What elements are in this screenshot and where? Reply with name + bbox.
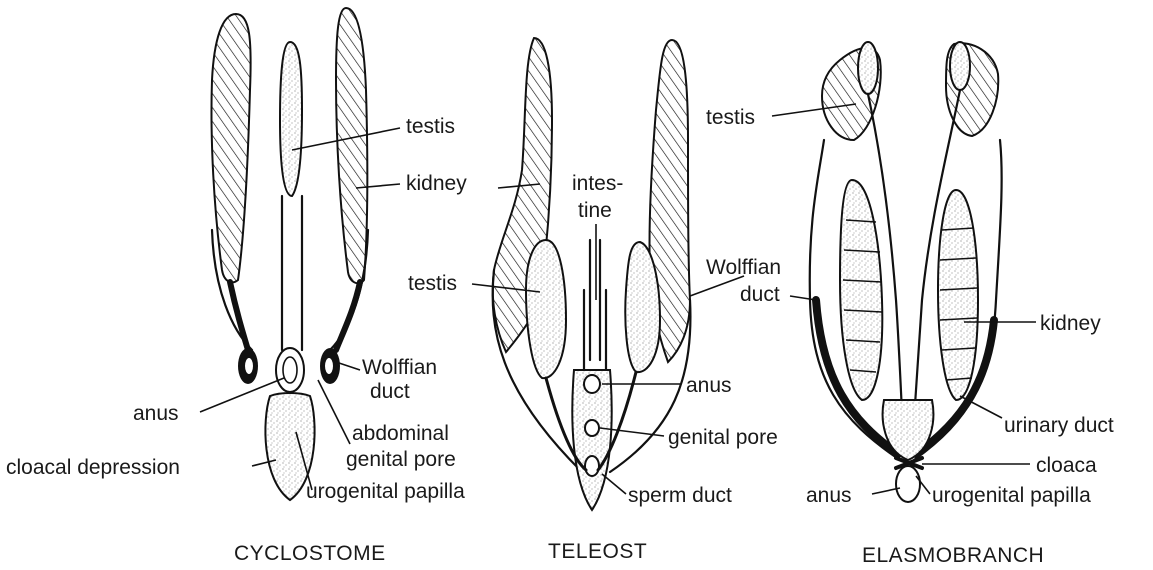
teleost-anus-label: anus bbox=[686, 374, 732, 397]
elasmobranch-cloaca-label: cloaca bbox=[1036, 454, 1097, 477]
cyclostome-anus-label: anus bbox=[133, 402, 179, 425]
elasmobranch-wolffian-label-2: duct bbox=[740, 283, 780, 306]
teleost-genital-pore-label: genital pore bbox=[668, 426, 778, 449]
cyclostome-kidney-label: kidney bbox=[406, 172, 467, 195]
cyclostome-left-kidney bbox=[211, 14, 250, 282]
cyclostome-cloacal-depression-label: cloacal depression bbox=[6, 456, 180, 479]
teleost-intestine bbox=[590, 240, 600, 360]
cyclostome-wolffian-label-1: Wolffian bbox=[362, 356, 437, 379]
elasmobranch-right-kidney bbox=[938, 190, 978, 400]
teleost-intestine-label-1: intes- bbox=[572, 172, 623, 195]
elasmobranch-title: ELASMOBRANCH bbox=[862, 544, 1044, 567]
cyclostome-right-kidney bbox=[336, 8, 367, 283]
elasmobranch-wolffian-label-1: Wolffian bbox=[706, 256, 781, 279]
cyclostome-testis bbox=[280, 42, 302, 196]
elasmobranch-urinary-duct-label: urinary duct bbox=[1004, 414, 1114, 437]
elasmobranch-urogenital-papilla-label: urogenital papilla bbox=[932, 484, 1091, 507]
cyclostome-wolffian-label-2: duct bbox=[370, 380, 410, 403]
teleost-title: TELEOST bbox=[548, 540, 647, 563]
elasmobranch-testis-label: testis bbox=[706, 106, 755, 129]
elasmobranch-figure bbox=[772, 42, 1036, 502]
elasmobranch-anus-label: anus bbox=[806, 484, 852, 507]
cyclostome-title: CYCLOSTOME bbox=[234, 542, 386, 565]
cyclostome-urogenital-papilla-label: urogenital papilla bbox=[306, 480, 465, 503]
cyclostome-wolffian-duct-left bbox=[230, 282, 248, 350]
teleost-sperm-duct-label: sperm duct bbox=[628, 484, 732, 507]
elasmobranch-left-kidney bbox=[840, 180, 882, 400]
cyclostome-abdominal-pore-label-1: abdominal bbox=[352, 422, 449, 445]
teleost-testis-label: testis bbox=[408, 272, 457, 295]
cyclostome-testis-label: testis bbox=[406, 115, 455, 138]
cyclostome-wolffian-duct-right bbox=[336, 282, 360, 350]
teleost-left-testis bbox=[526, 240, 566, 378]
cyclostome-abdominal-pore-label-2: genital pore bbox=[346, 448, 456, 471]
elasmobranch-kidney-label: kidney bbox=[1040, 312, 1101, 335]
teleost-intestine-label-2: tine bbox=[578, 199, 612, 222]
